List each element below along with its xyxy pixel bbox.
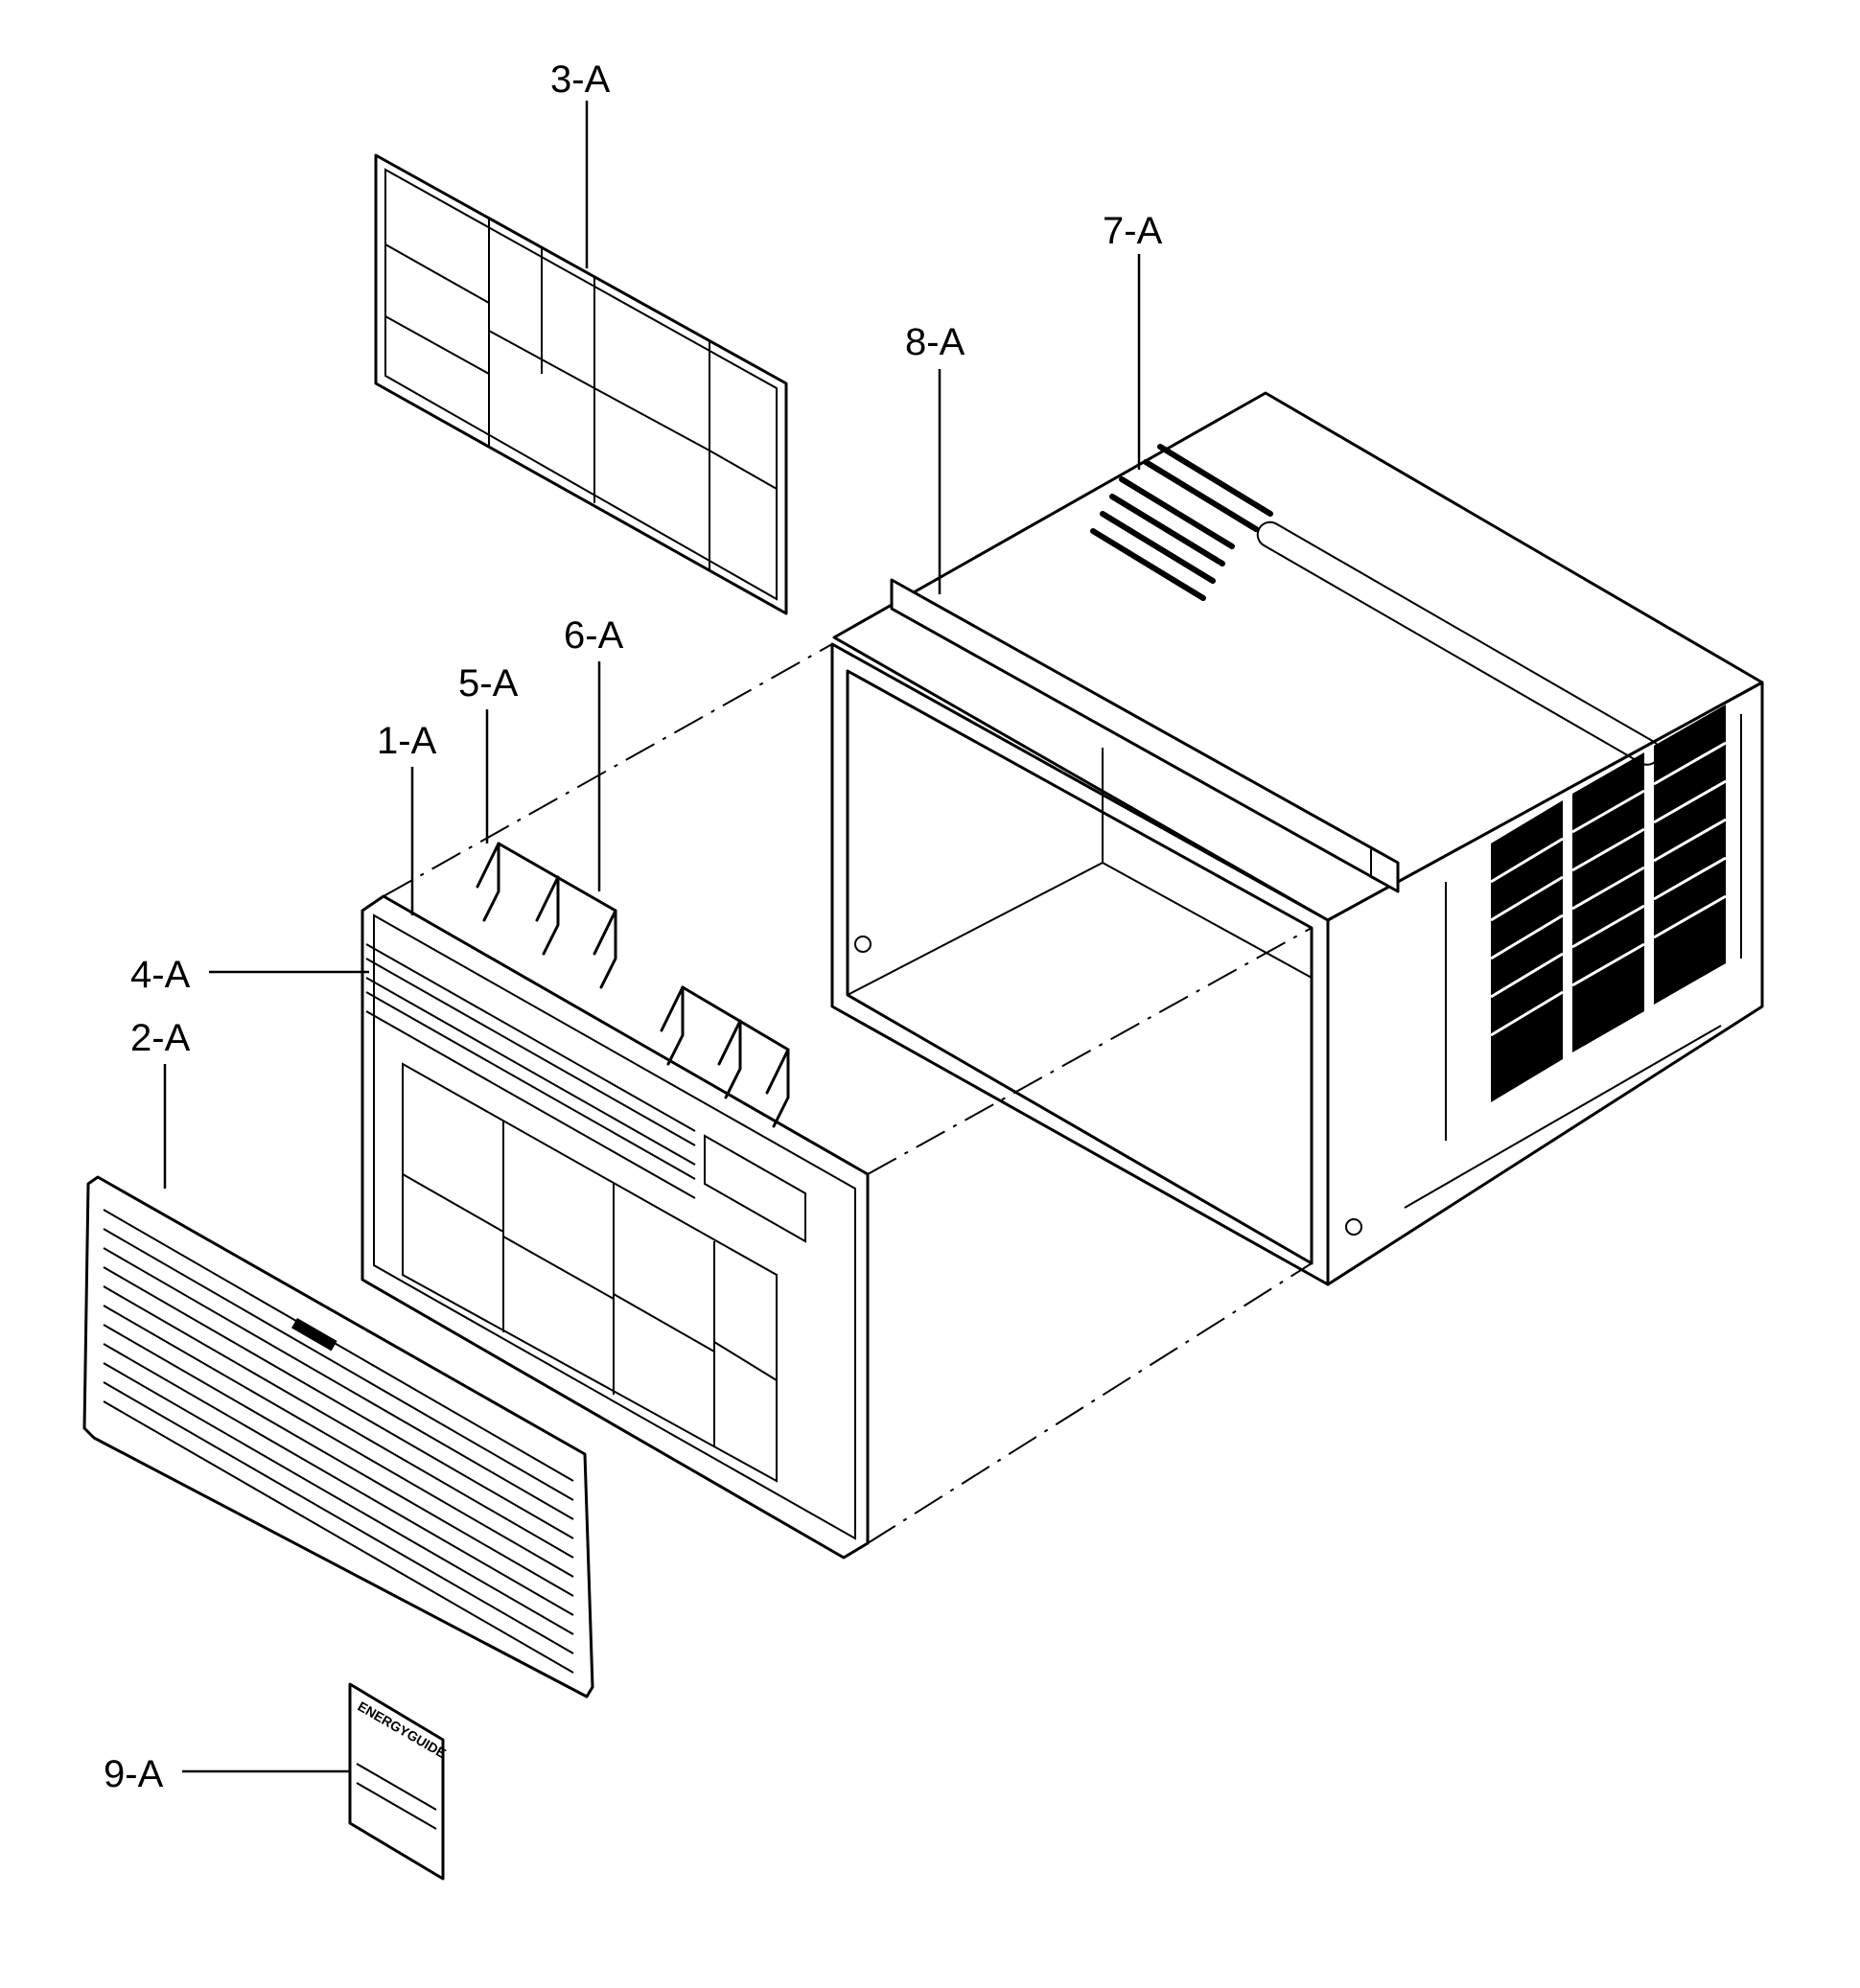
callout-2-a: 2-A — [130, 1017, 191, 1059]
alignment-lines — [383, 643, 1313, 1544]
leader-lines — [163, 254, 1141, 1773]
filter-part[interactable] — [374, 101, 788, 615]
top-vent-group — [1090, 444, 1273, 601]
callout-5-a: 5-A — [458, 662, 519, 705]
callout-4-a: 4-A — [130, 954, 191, 996]
energy-guide-label-part[interactable]: ENERGYGUIDE — [348, 1682, 449, 1881]
callout-6-a: 6-A — [564, 614, 624, 657]
callout-1-a: 1-A — [377, 720, 437, 762]
callout-7-a: 7-A — [1103, 210, 1163, 252]
callout-9-a: 9-A — [104, 1753, 164, 1795]
callout-labels: 1-A 2-A 3-A 4-A 5-A 6-A 7-A 8-A 9-A — [104, 58, 1163, 1795]
side-vent-group — [1490, 705, 1727, 1102]
callout-8-a: 8-A — [905, 321, 965, 363]
front-grille-part[interactable] — [82, 1175, 594, 1699]
cabinet-part[interactable] — [830, 391, 1764, 1286]
louver-clips-part[interactable] — [476, 842, 790, 1128]
callout-3-a: 3-A — [550, 58, 611, 101]
